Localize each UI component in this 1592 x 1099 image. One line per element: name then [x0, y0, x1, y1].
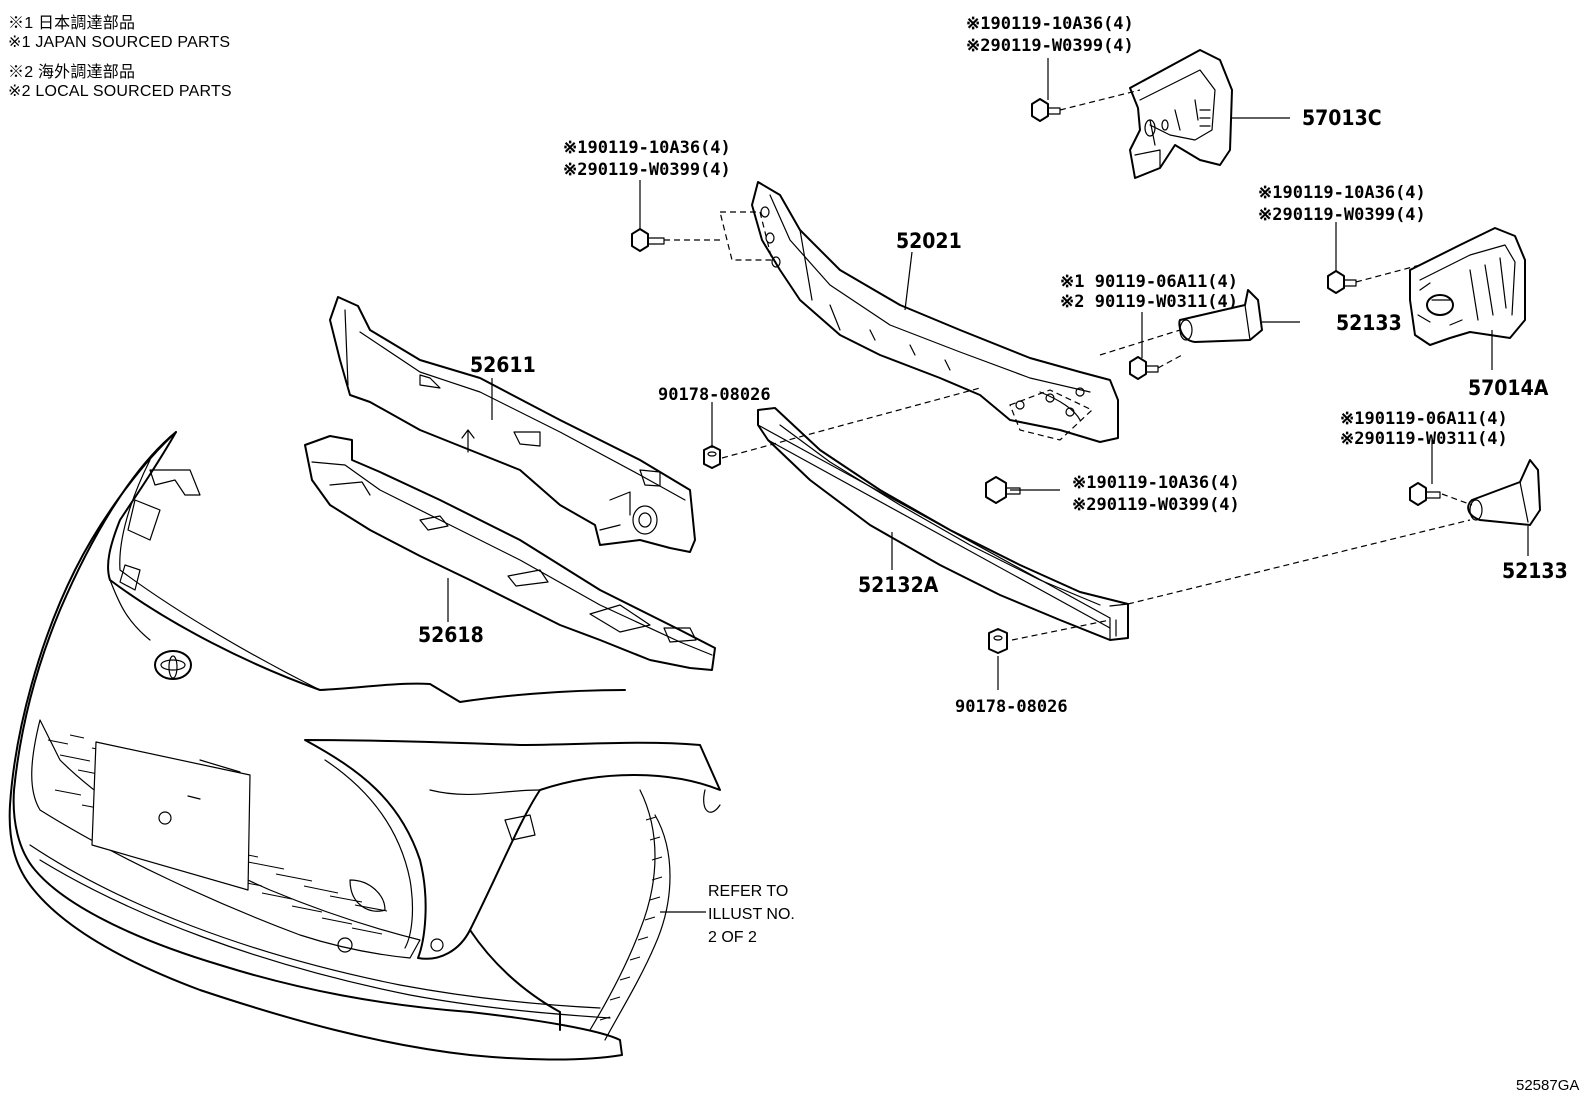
part-label-52132A: 52132A	[858, 573, 939, 597]
energy-absorber-52611	[329, 296, 696, 553]
flange-bolt-icon	[1031, 98, 1061, 122]
part-label-57014A: 57014A	[1468, 376, 1549, 400]
legend-line-3: ※2 海外調達部品	[8, 64, 136, 81]
callout-c5-line1: ※190119-10A36(4)	[1072, 473, 1240, 493]
refer-note-line1: REFER TO	[708, 883, 788, 900]
flange-bolt-icon	[985, 476, 1021, 504]
callout-c3-line2: ※290119-W0399(4)	[1258, 205, 1426, 225]
bracket-57014A	[1409, 227, 1526, 346]
lower-reinforcement-52132A	[757, 407, 1129, 641]
diagram-code: 52587GA	[1516, 1077, 1579, 1094]
part-label-57013C: 57013C	[1302, 106, 1382, 130]
assembly-lines	[664, 89, 1473, 641]
part-label-90178-lower: 90178-08026	[955, 697, 1068, 717]
refer-note-line2: ILLUST NO.	[708, 906, 795, 923]
part-label-52133-lower: 52133	[1502, 559, 1568, 583]
callout-c6-line2: ※290119-W0311(4)	[1340, 429, 1508, 449]
callout-c1-line1: ※190119-10A36(4)	[966, 14, 1134, 34]
callout-c5-line2: ※290119-W0399(4)	[1072, 495, 1240, 515]
callout-c2-line1: ※190119-10A36(4)	[563, 138, 731, 158]
part-label-52618: 52618	[418, 623, 484, 647]
legend-line-4: ※2 LOCAL SOURCED PARTS	[8, 83, 232, 100]
extension-52133-upper	[1178, 289, 1263, 343]
legend-line-1: ※1 日本調達部品	[8, 15, 136, 32]
flange-bolt-icon	[1409, 482, 1441, 506]
callout-c3-line1: ※190119-10A36(4)	[1258, 183, 1426, 203]
flange-bolt-icon	[1327, 270, 1357, 294]
flange-bolt-icon	[631, 228, 665, 252]
extension-52133-lower	[1467, 459, 1541, 526]
legend-line-2: ※1 JAPAN SOURCED PARTS	[8, 34, 231, 51]
refer-note-line3: 2 OF 2	[708, 929, 757, 946]
flange-nut-icon	[988, 628, 1008, 654]
front-bumper-cover	[8, 431, 721, 1061]
callout-c4-line1: ※1 90119-06A11(4)	[1060, 272, 1238, 292]
toyota-emblem-icon	[154, 650, 192, 680]
leader-lines	[447, 58, 1529, 913]
callout-c6-line1: ※190119-06A11(4)	[1340, 409, 1508, 429]
flange-bolt-icon	[1129, 356, 1159, 380]
part-label-52021: 52021	[896, 229, 962, 253]
flange-nut-icon	[703, 445, 721, 469]
bumper-reinforcement-52021	[719, 181, 1119, 443]
part-label-52611: 52611	[470, 353, 536, 377]
lower-absorber-52618	[304, 435, 716, 671]
callout-c2-line2: ※290119-W0399(4)	[563, 160, 731, 180]
part-label-52133-upper: 52133	[1336, 311, 1402, 335]
callout-c4-line2: ※2 90119-W0311(4)	[1060, 292, 1238, 312]
callout-c1-line2: ※290119-W0399(4)	[966, 36, 1134, 56]
part-label-90178-upper: 90178-08026	[658, 385, 771, 405]
bracket-57013C	[1129, 49, 1233, 179]
